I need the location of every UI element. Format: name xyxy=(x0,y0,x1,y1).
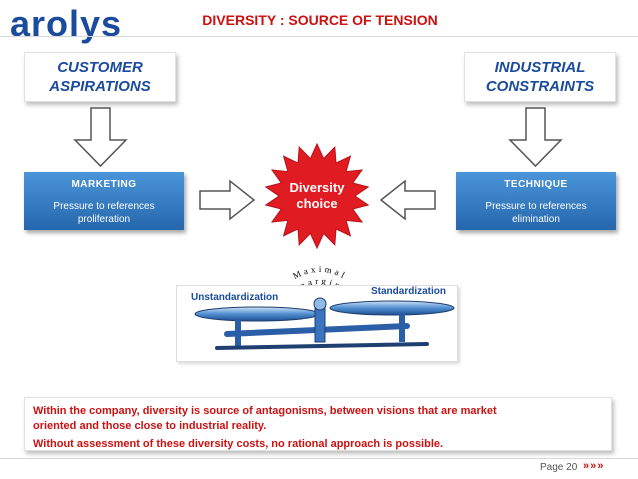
technique-box: TECHNIQUE Pressure to references elimina… xyxy=(456,172,616,230)
down-arrow-right xyxy=(508,107,563,168)
arolys-logo: arolys xyxy=(10,6,122,42)
next-chevrons-icon[interactable]: » » » xyxy=(583,460,603,472)
industrial-constraints-box: INDUSTRIAL CONSTRAINTS xyxy=(464,52,616,102)
center-line2: choice xyxy=(296,196,338,211)
balance-scale-image xyxy=(194,297,455,350)
conclusion-box: Within the company, diversity is source … xyxy=(24,397,612,451)
unstandardization-label: Unstandardization xyxy=(189,292,281,303)
right-arrow xyxy=(199,179,256,221)
customer-line2: ASPIRATIONS xyxy=(49,78,151,95)
left-arrow xyxy=(379,179,436,221)
industrial-line1: INDUSTRIAL xyxy=(494,59,586,76)
diversity-choice-label: Diversity choice xyxy=(268,180,366,212)
scale-illustration: Unstandardization Standardization xyxy=(176,285,458,362)
center-line1: Diversity xyxy=(289,180,345,195)
conclusion-line1: Within the company, diversity is source … xyxy=(33,405,497,417)
customer-aspirations-box: CUSTOMER ASPIRATIONS xyxy=(24,52,176,102)
customer-line1: CUSTOMER xyxy=(57,59,143,76)
marketing-heading: MARKETING xyxy=(71,179,137,190)
technique-heading: TECHNIQUE xyxy=(504,179,568,190)
footer-divider xyxy=(0,458,638,459)
industrial-line2: CONSTRAINTS xyxy=(485,78,595,95)
header-divider xyxy=(0,36,638,37)
page-number: Page 20 xyxy=(540,462,578,473)
technique-line2: elimination xyxy=(512,214,560,225)
conclusion-line2: oriented and those close to industrial r… xyxy=(33,420,267,432)
marketing-line1: Pressure to references xyxy=(53,201,155,212)
technique-line1: Pressure to references xyxy=(485,201,587,212)
down-arrow-left xyxy=(73,107,128,168)
marketing-box: MARKETING Pressure to references prolife… xyxy=(24,172,184,230)
conclusion-line3: Without assessment of these diversity co… xyxy=(33,438,444,450)
diversity-star-shape xyxy=(264,142,370,250)
logo-text: arolys xyxy=(10,3,123,44)
page-title: DIVERSITY : SOURCE OF TENSION xyxy=(202,12,438,28)
standardization-label: Standardization xyxy=(369,286,449,297)
marketing-line2: proliferation xyxy=(77,214,131,225)
